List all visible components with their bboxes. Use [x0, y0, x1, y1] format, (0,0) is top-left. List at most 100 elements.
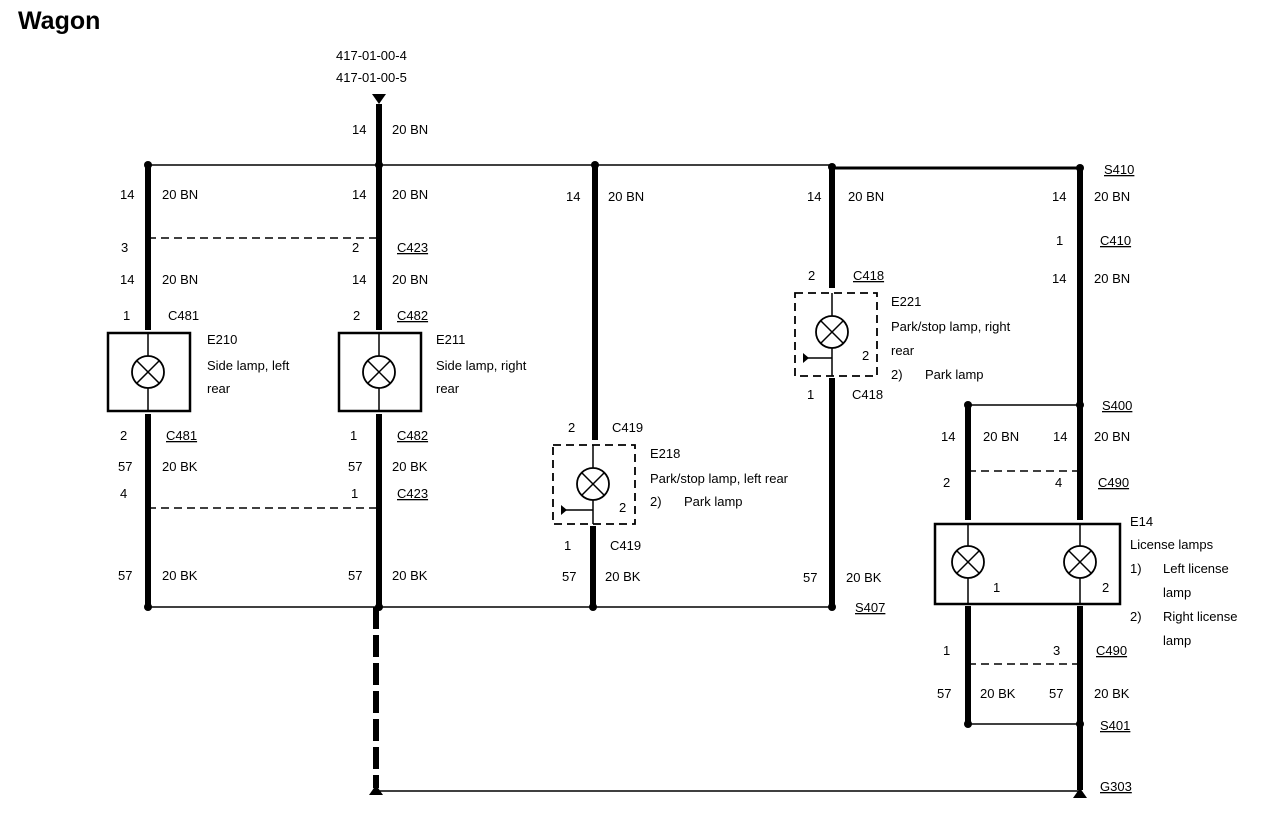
- component-id-e218: E218: [650, 446, 680, 461]
- pin-label: 2: [862, 348, 869, 363]
- wire-color: 20 BN: [608, 189, 644, 204]
- component-note: Right license: [1163, 609, 1237, 624]
- wire-color: 20 BK: [980, 686, 1016, 701]
- wire-circuit: 14: [1052, 271, 1066, 286]
- wire-color: 20 BN: [983, 429, 1019, 444]
- wire-color: 20 BN: [392, 272, 428, 287]
- component-id-e210: E210: [207, 332, 237, 347]
- wire-circuit: 57: [1049, 686, 1063, 701]
- connector-label-c410: C410: [1100, 233, 1131, 248]
- wire-circuit: 14: [120, 272, 134, 287]
- wire-circuit: 57: [348, 459, 362, 474]
- component-note-num: 2): [1130, 609, 1142, 624]
- component-note-num: 2): [891, 367, 903, 382]
- connector-label-c419: C419: [610, 538, 641, 553]
- connector-label-c490: C490: [1096, 643, 1127, 658]
- wire-circuit: 57: [803, 570, 817, 585]
- wire-circuit: 14: [352, 187, 366, 202]
- component-note: Left license: [1163, 561, 1229, 576]
- component-note-num: 1): [1130, 561, 1142, 576]
- pin-label: 2: [943, 475, 950, 490]
- pin-label: 2: [619, 500, 626, 515]
- wire-circuit: 57: [118, 459, 132, 474]
- connector-label-c481: C481: [168, 308, 199, 323]
- wire-circuit: 14: [120, 187, 134, 202]
- pin-label: 1: [807, 387, 814, 402]
- tap-arrow: [561, 505, 567, 515]
- component-desc: rear: [207, 381, 231, 396]
- lamp-bulb-icon: [362, 355, 396, 389]
- pin-label: 2: [808, 268, 815, 283]
- wire-color: 20 BN: [848, 189, 884, 204]
- tap-arrow: [803, 353, 809, 363]
- ground-arrow: [369, 785, 383, 795]
- connector-label-c419: C419: [612, 420, 643, 435]
- wire-color: 20 BK: [846, 570, 882, 585]
- wire-color: 20 BK: [392, 568, 428, 583]
- connector-label-c482: C482: [397, 308, 428, 323]
- lamp-bulb-icon: [131, 355, 165, 389]
- wire-main-circuit: 14: [352, 122, 366, 137]
- splice-dot: [964, 720, 972, 728]
- component-id-e14: E14: [1130, 514, 1153, 529]
- wire-color: 20 BN: [1094, 189, 1130, 204]
- wire-color: 20 BK: [162, 568, 198, 583]
- wire-circuit: 14: [352, 272, 366, 287]
- component-note: lamp: [1163, 585, 1191, 600]
- wire-color: 20 BK: [1094, 686, 1130, 701]
- splice-label-s407: S407: [855, 600, 885, 615]
- wire-circuit: 14: [807, 189, 821, 204]
- component-id-e221: E221: [891, 294, 921, 309]
- wire-circuit: 57: [348, 568, 362, 583]
- wire-circuit: 57: [562, 569, 576, 584]
- pin-label: 2: [120, 428, 127, 443]
- pin-label: 2: [353, 308, 360, 323]
- wire-color: 20 BN: [392, 187, 428, 202]
- pin-label: 3: [121, 240, 128, 255]
- connector-label-c482: C482: [397, 428, 428, 443]
- component-desc: rear: [436, 381, 460, 396]
- lamp-number: 1: [993, 580, 1000, 595]
- wire-circuit: 57: [937, 686, 951, 701]
- component-note-num: 2): [650, 494, 662, 509]
- connector-label-c481: C481: [166, 428, 197, 443]
- component-note: Park lamp: [925, 367, 984, 382]
- ref-text-2: 417-01-00-5: [336, 70, 407, 85]
- lamp-bulb-icon: [951, 545, 985, 579]
- component-desc: Side lamp, right: [436, 358, 527, 373]
- ground-label-g303: G303: [1100, 779, 1132, 794]
- wire-circuit: 14: [941, 429, 955, 444]
- wire-main-color: 20 BN: [392, 122, 428, 137]
- connector-label-c423: C423: [397, 240, 428, 255]
- wire-circuit: 14: [1052, 189, 1066, 204]
- pin-label: 1: [351, 486, 358, 501]
- splice-dot: [144, 603, 152, 611]
- splice-label-s401: S401: [1100, 718, 1130, 733]
- lamp-bulb-icon: [815, 315, 849, 349]
- diagram-title: Wagon: [18, 7, 100, 35]
- pin-label: 1: [123, 308, 130, 323]
- pin-label: 1: [350, 428, 357, 443]
- connector-label-c418: C418: [853, 268, 884, 283]
- component-desc: Side lamp, left: [207, 358, 290, 373]
- wire-circuit: 14: [566, 189, 580, 204]
- component-desc: Park/stop lamp, right: [891, 319, 1011, 334]
- pin-label: 3: [1053, 643, 1060, 658]
- component-desc: License lamps: [1130, 537, 1214, 552]
- splice-dot-s401: [1076, 720, 1084, 728]
- splice-label-s410: S410: [1104, 162, 1134, 177]
- wire-color: 20 BK: [392, 459, 428, 474]
- wire-color: 20 BN: [1094, 429, 1130, 444]
- wire-color: 20 BN: [162, 272, 198, 287]
- wire-color: 20 BK: [162, 459, 198, 474]
- wire-color: 20 BN: [1094, 271, 1130, 286]
- connector-label-c490: C490: [1098, 475, 1129, 490]
- pin-label: 2: [352, 240, 359, 255]
- pin-label: 4: [1055, 475, 1062, 490]
- pin-label: 4: [120, 486, 127, 501]
- wire-color: 20 BN: [162, 187, 198, 202]
- ref-arrow: [372, 94, 386, 104]
- connector-label-c418: C418: [852, 387, 883, 402]
- splice-label-s400: S400: [1102, 398, 1132, 413]
